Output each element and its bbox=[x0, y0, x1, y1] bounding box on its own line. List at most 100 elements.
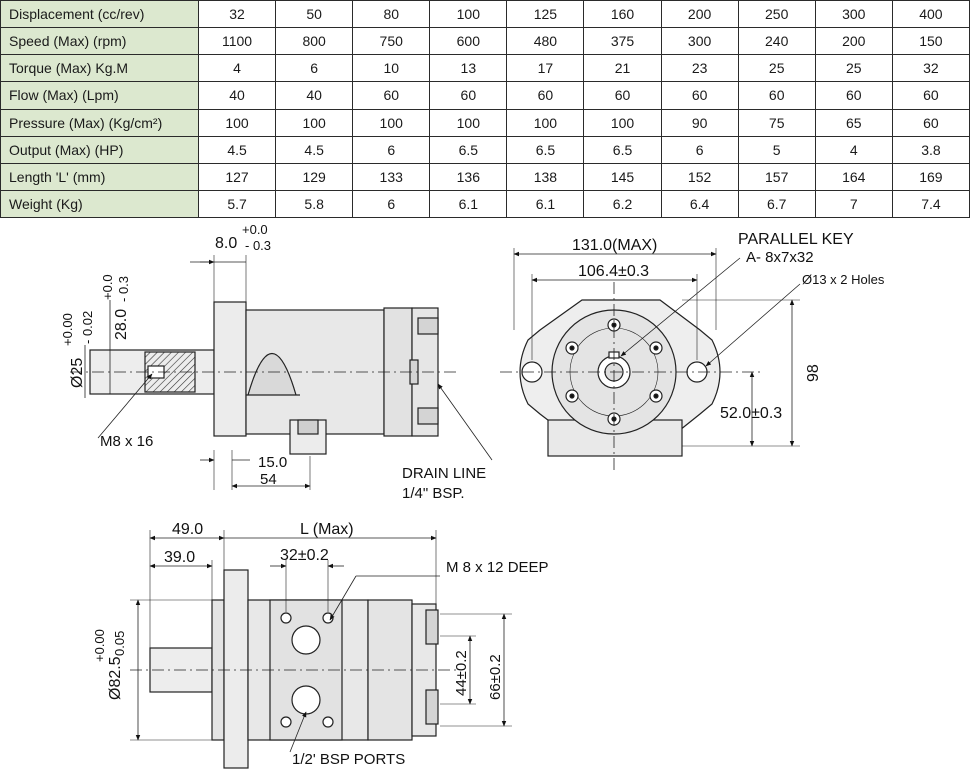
drain-line-label: DRAIN LINE bbox=[402, 465, 486, 482]
spec-cell: 1100 bbox=[197, 27, 277, 56]
spec-cell: 160 bbox=[583, 0, 662, 29]
shaft-dia-tol-lower: - 0.02 bbox=[80, 311, 95, 344]
spec-cell: 5 bbox=[737, 135, 816, 164]
spec-row-label: Pressure (Max) (Kg/cm²) bbox=[0, 108, 199, 137]
length-l-label: L (Max) bbox=[300, 521, 354, 538]
spec-cell: 100 bbox=[583, 108, 662, 137]
spec-cell: 127 bbox=[197, 162, 277, 191]
spec-cell: 6.1 bbox=[506, 189, 585, 219]
spec-cell: 13 bbox=[429, 54, 508, 83]
spec-cell: 240 bbox=[737, 27, 816, 56]
spec-cell: 169 bbox=[891, 162, 970, 191]
spec-cell: 133 bbox=[352, 162, 431, 191]
dim-49-label: 49.0 bbox=[172, 521, 203, 538]
pilot-tol-lower: 0.05 bbox=[112, 631, 127, 656]
spec-cell: 21 bbox=[583, 54, 662, 83]
thread-label: M8 x 16 bbox=[100, 433, 153, 450]
spec-cell: 4.5 bbox=[275, 135, 354, 164]
side-port-boss bbox=[289, 419, 327, 455]
spec-cell: 100 bbox=[197, 108, 277, 137]
spec-cell: 150 bbox=[891, 27, 970, 56]
spec-cell: 60 bbox=[891, 108, 970, 137]
spec-row-label: Torque (Max) Kg.M bbox=[0, 54, 199, 83]
spec-cell: 60 bbox=[891, 81, 970, 110]
dim-44-label: 44±0.2 bbox=[453, 650, 470, 696]
spec-row-label: Weight (Kg) bbox=[0, 189, 199, 219]
spec-cell: 6 bbox=[275, 54, 354, 83]
spec-cell: 4 bbox=[814, 135, 893, 164]
spec-cell: 60 bbox=[814, 81, 893, 110]
spec-cell: 138 bbox=[506, 162, 585, 191]
side-dome bbox=[247, 352, 297, 396]
key-length-tol-lower: - 0.3 bbox=[245, 238, 271, 253]
spec-cell: 23 bbox=[660, 54, 739, 83]
spec-cell: 136 bbox=[429, 162, 508, 191]
key-height-tol-upper: +0.0 bbox=[100, 274, 115, 300]
spec-cell: 40 bbox=[197, 81, 277, 110]
key-height-label: 28.0 bbox=[113, 309, 130, 340]
side-view bbox=[70, 255, 493, 490]
spec-cell: 400 bbox=[891, 0, 970, 29]
spec-cell: 32 bbox=[891, 54, 970, 83]
spec-cell: 60 bbox=[737, 81, 816, 110]
parallel-key-label: PARALLEL KEY bbox=[738, 231, 854, 248]
spec-cell: 4.5 bbox=[197, 135, 277, 164]
spec-cell: 250 bbox=[737, 0, 816, 29]
spec-cell: 145 bbox=[583, 162, 662, 191]
spec-cell: 3.8 bbox=[891, 135, 970, 164]
spec-cell: 157 bbox=[737, 162, 816, 191]
spec-cell: 164 bbox=[814, 162, 893, 191]
spec-cell: 6.5 bbox=[506, 135, 585, 164]
key-size-label: A- 8x7x32 bbox=[746, 249, 814, 266]
front-width-label: 131.0(MAX) bbox=[572, 237, 657, 254]
side-flange bbox=[213, 301, 247, 437]
front-height-label: 98 bbox=[805, 364, 822, 382]
spec-cell: 100 bbox=[506, 108, 585, 137]
holes-label: Ø13 x 2 Holes bbox=[802, 272, 885, 287]
spec-cell: 60 bbox=[506, 81, 585, 110]
spec-cell: 25 bbox=[737, 54, 816, 83]
bottom-view bbox=[130, 530, 512, 769]
front-view bbox=[500, 248, 801, 470]
center-height-label: 52.0±0.3 bbox=[720, 405, 782, 422]
shaft-dia-label: Ø25 bbox=[69, 358, 86, 388]
spec-cell: 6.7 bbox=[737, 189, 816, 219]
bottom-flange bbox=[223, 569, 249, 769]
spec-cell: 100 bbox=[275, 108, 354, 137]
spec-cell: 300 bbox=[814, 0, 893, 29]
motor-drawing: 8.0 +0.0 - 0.3 28.0 +0.0 - 0.3 Ø25 +0.00… bbox=[60, 222, 885, 769]
spec-cell: 200 bbox=[660, 0, 739, 29]
spec-cell: 300 bbox=[660, 27, 739, 56]
spec-cell: 375 bbox=[583, 27, 662, 56]
spec-cell: 5.8 bbox=[275, 189, 354, 219]
spec-cell: 7 bbox=[814, 189, 893, 219]
spec-cell: 6.1 bbox=[429, 189, 508, 219]
spec-cell: 129 bbox=[275, 162, 354, 191]
bottom-port-b bbox=[291, 685, 321, 715]
spec-cell: 60 bbox=[660, 81, 739, 110]
dim-39-label: 39.0 bbox=[164, 549, 195, 566]
spec-cell: 17 bbox=[506, 54, 585, 83]
pilot-tol-upper: +0.00 bbox=[92, 629, 107, 662]
key-length-tol-upper: +0.0 bbox=[242, 222, 268, 237]
spec-cell: 5.7 bbox=[197, 189, 277, 219]
spec-cell: 6 bbox=[660, 135, 739, 164]
spec-cell: 480 bbox=[506, 27, 585, 56]
spec-cell: 152 bbox=[660, 162, 739, 191]
spec-cell: 7.4 bbox=[891, 189, 970, 219]
spec-row-label: Length 'L' (mm) bbox=[0, 162, 199, 191]
spec-cell: 100 bbox=[352, 108, 431, 137]
spec-cell: 600 bbox=[429, 27, 508, 56]
spec-cell: 60 bbox=[429, 81, 508, 110]
spec-cell: 32 bbox=[197, 0, 277, 29]
pilot-dia-label: Ø82.5 bbox=[107, 656, 124, 700]
